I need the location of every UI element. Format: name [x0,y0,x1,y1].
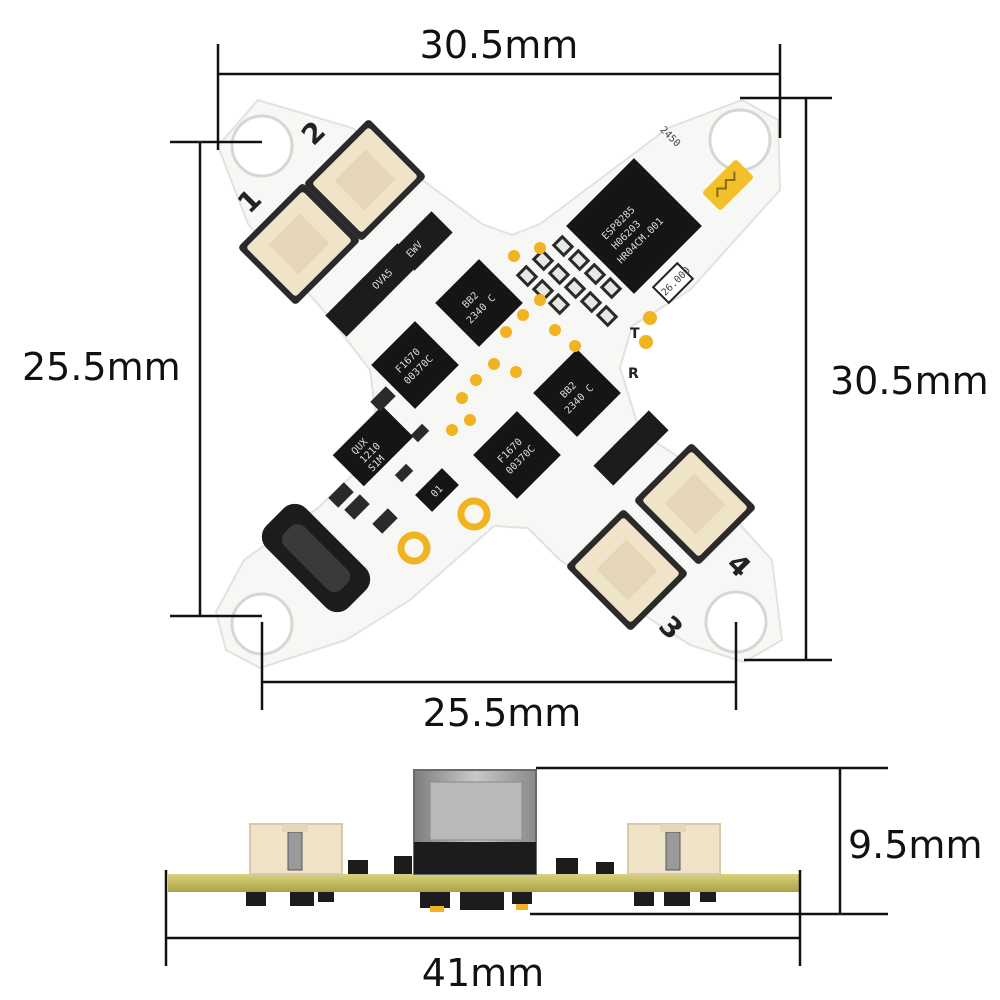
motor-connector-1 [239,184,359,304]
driver-chip-1: BB2 2340 C [435,259,523,347]
mount-hole-top-right [708,108,772,172]
pad-label-r: R [628,366,639,382]
driver-chip-2: F1670 00370C [371,321,459,409]
usb-c-port-side [413,769,537,875]
motor-connector-3 [567,510,687,630]
mosfet-group-right [593,410,669,486]
usb-c-port-top [261,503,371,613]
mcu-chip: ESP8285 H06203 HR04CM.001 [566,158,702,294]
dimension-label-side-width: 41mm [422,951,544,995]
passive-components [328,386,430,534]
diode: 01 [415,468,459,512]
dimension-top-width: 30.5mm [216,23,782,150]
side-connector-left [249,823,343,875]
mosfet-group-left: EWV OVA5 [325,211,453,337]
motor-connector-4 [635,444,755,564]
dimension-label-top-width: 30.5mm [420,23,579,67]
gold-pads [446,242,657,436]
dimension-label-left-hole-spacing: 25.5mm [22,345,181,389]
board-top-view: 1 2 3 4 EWV OVA5 BB2 2340 C F1670 00370C [214,98,784,670]
dimension-side-height: 9.5mm [530,766,982,916]
capacitor-array [515,234,623,328]
dimension-label-side-height: 9.5mm [848,823,982,867]
dimension-side-width: 41mm [164,870,802,995]
side-small-parts-bottom [246,892,716,910]
side-small-parts-top [348,856,614,874]
mount-hole-top-left [230,114,294,178]
crystal: 26.000 [651,261,695,305]
ceramic-antenna [703,160,753,210]
dimension-label-bottom-hole-spacing: 25.5mm [423,691,582,735]
pad-label-t: T [630,326,640,342]
board-side-view [168,769,800,912]
dimension-bottom-hole-spacing: 25.5mm [260,622,738,735]
side-gold-pads [430,904,528,912]
driver-chip-4: F1670 00370C [473,411,561,499]
pcb-side-edge [168,874,800,892]
gold-ring-pad [397,531,431,565]
dimension-right-height: 30.5mm [740,96,989,662]
gold-ring-pad [457,497,491,531]
side-connector-right [627,823,721,875]
driver-chip-3: BB2 2340 C [533,349,621,437]
motor-connector-2 [305,120,425,240]
dimension-left-hole-spacing: 25.5mm [22,140,262,618]
dimension-label-right-height: 30.5mm [830,359,989,403]
